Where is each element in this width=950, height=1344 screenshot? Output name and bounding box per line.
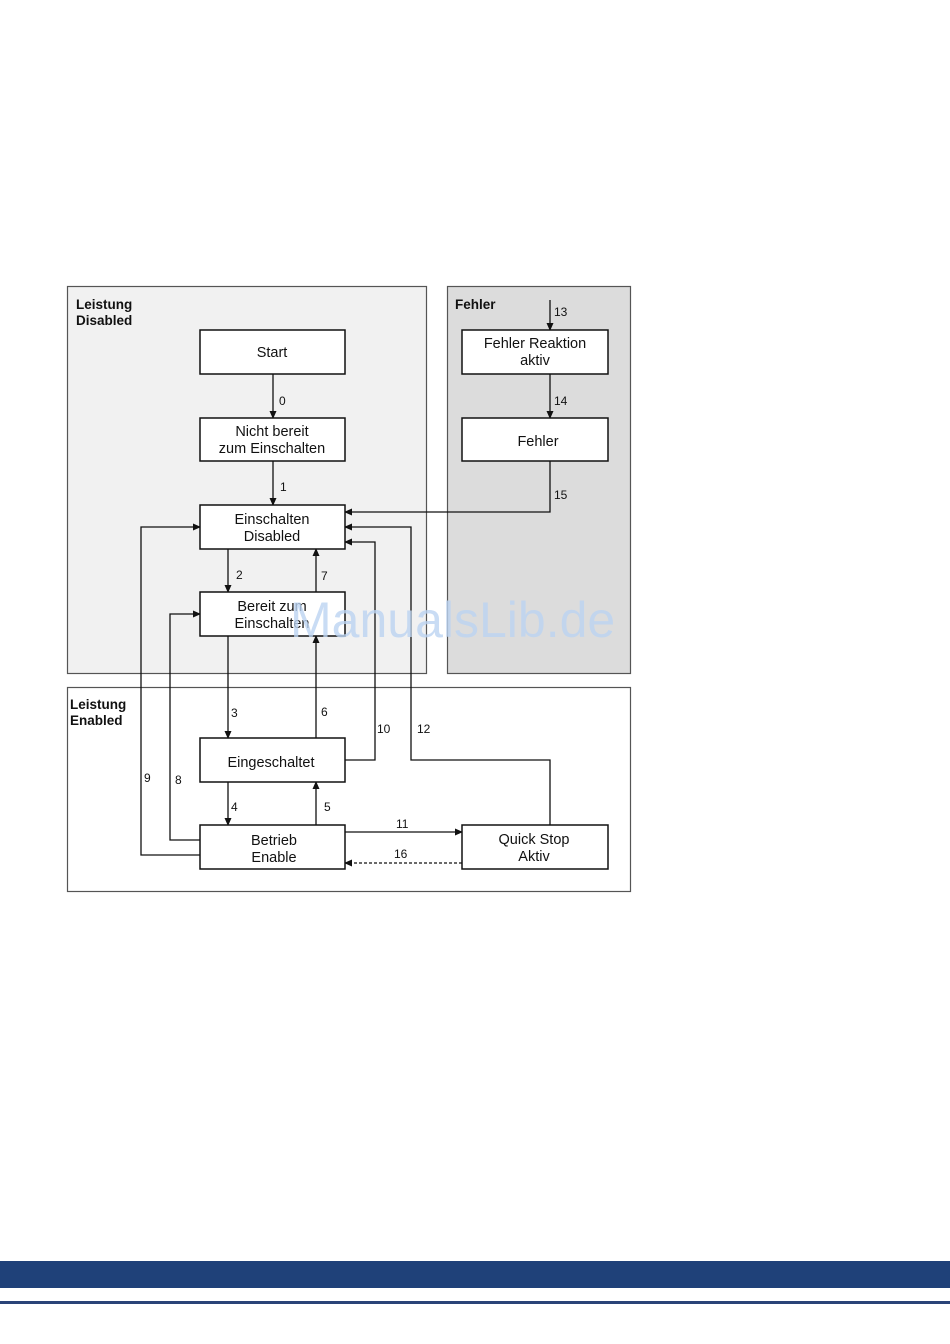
transition-label: 15 [554,488,568,502]
transition-label: 3 [231,706,238,720]
transition-label: 13 [554,305,568,319]
svg-text:zum Einschalten: zum Einschalten [219,441,325,457]
svg-text:Fehler Reaktion: Fehler Reaktion [484,336,586,352]
svg-text:Disabled: Disabled [244,529,300,545]
state-operation-enable: Betrieb Enable [200,825,345,869]
svg-text:Start: Start [257,345,288,361]
state-fault-reaction: Fehler Reaktion aktiv [462,330,608,374]
transition-label: 1 [280,480,287,494]
svg-text:aktiv: aktiv [520,353,551,369]
svg-text:Quick Stop: Quick Stop [499,832,570,848]
svg-text:Fehler: Fehler [517,434,558,450]
state-quick-stop: Quick Stop Aktiv [462,825,608,869]
svg-text:Eingeschaltet: Eingeschaltet [227,755,314,771]
transition-label: 16 [394,847,408,861]
transition-label: 2 [236,568,243,582]
transition-label: 8 [175,773,182,787]
region-label: Disabled [76,313,132,328]
svg-text:Betrieb: Betrieb [251,833,297,849]
footer-rule [0,1301,950,1304]
state-switched-on: Eingeschaltet [200,738,345,782]
transition-label: 14 [554,394,568,408]
watermark: ManualsLib.de [290,592,615,648]
svg-text:Einschalten: Einschalten [235,512,310,528]
region-label: Enabled [70,713,123,728]
transition-label: 6 [321,705,328,719]
svg-text:Enable: Enable [251,850,296,866]
transition-label: 7 [321,569,328,583]
state-fault: Fehler [462,418,608,461]
transition-label: 5 [324,800,331,814]
svg-text:Aktiv: Aktiv [518,849,550,865]
transition-label: 11 [396,817,409,831]
svg-text:Nicht bereit: Nicht bereit [235,424,308,440]
state-start: Start [200,330,345,374]
footer-band [0,1261,950,1288]
transition-label: 4 [231,800,238,814]
transition-label: 0 [279,394,286,408]
region-label: Fehler [455,297,496,312]
state-switch-on-disabled: Einschalten Disabled [200,505,345,549]
state-not-ready: Nicht bereit zum Einschalten [200,418,345,461]
transition-label: 10 [377,722,391,736]
transition-label: 12 [417,722,431,736]
region-label: Leistung [76,297,132,312]
region-label: Leistung [70,697,126,712]
transition-label: 9 [144,771,151,785]
